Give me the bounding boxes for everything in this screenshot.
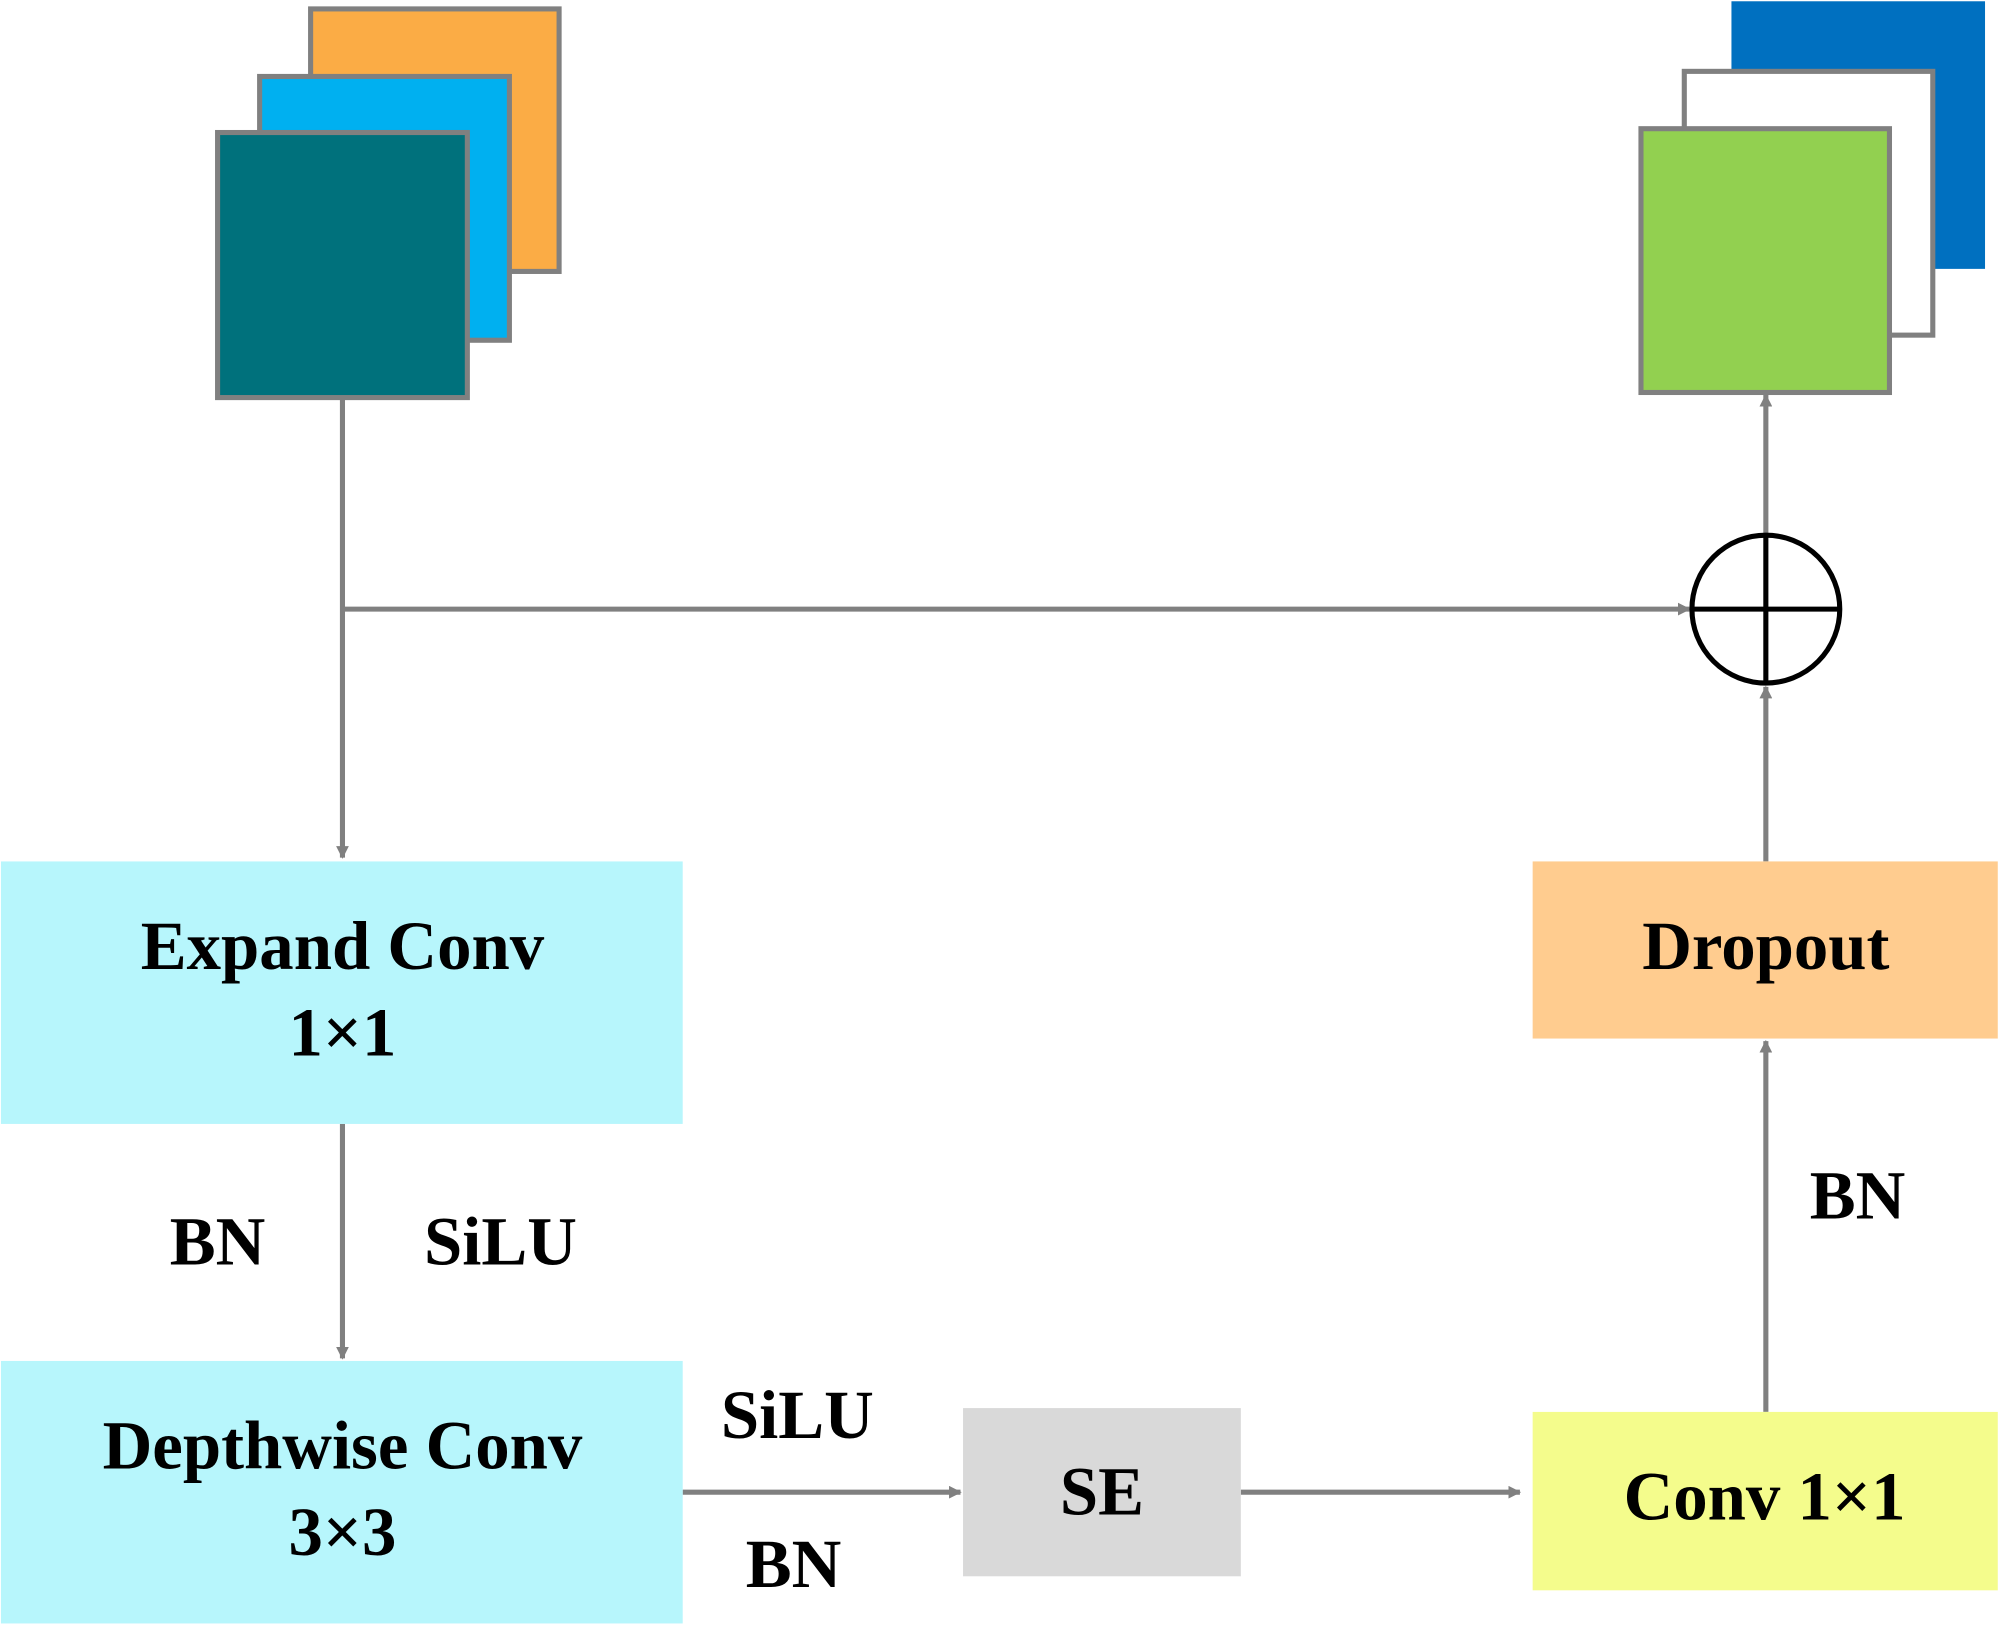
input-feature-maps xyxy=(215,6,562,401)
dropout-label: Dropout xyxy=(1642,908,1889,984)
depthwise-conv-kernel: 3×3 xyxy=(288,1494,396,1570)
input-map-front xyxy=(215,129,470,401)
se-block: SE xyxy=(963,1408,1241,1577)
expand-silu-label: SiLU xyxy=(424,1204,577,1280)
expand-conv-label: Expand Conv xyxy=(141,908,545,984)
conv-bn-label: BN xyxy=(1810,1158,1906,1234)
expand-bn-label: BN xyxy=(170,1204,266,1280)
expand-conv-block: Expand Conv 1×1 xyxy=(0,861,683,1124)
output-map-front xyxy=(1638,126,1893,396)
se-label: SE xyxy=(1060,1453,1144,1529)
conv1x1-label: Conv 1×1 xyxy=(1624,1458,1906,1534)
depthwise-conv-block: Depthwise Conv 3×3 xyxy=(0,1360,683,1624)
expand-conv-kernel: 1×1 xyxy=(288,995,396,1071)
depthwise-silu-label: SiLU xyxy=(721,1377,874,1453)
output-feature-maps xyxy=(1638,1,1986,396)
circled-plus-icon xyxy=(1689,532,1843,686)
depthwise-conv-label: Depthwise Conv xyxy=(103,1407,583,1483)
depthwise-bn-label: BN xyxy=(746,1526,842,1602)
dropout-block: Dropout xyxy=(1532,861,1998,1039)
conv1x1-block: Conv 1×1 xyxy=(1532,1411,1998,1591)
